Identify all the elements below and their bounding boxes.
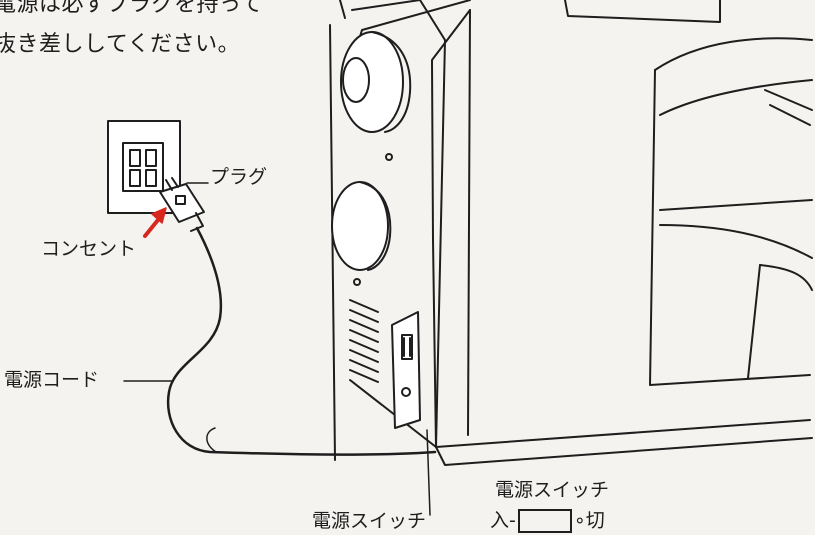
instruction-line-1: 電源は必ずプラグを持って (0, 0, 263, 17)
insert-arrow-icon (143, 207, 167, 238)
power-switch-panel (391, 311, 421, 429)
sewing-machine (329, 0, 813, 466)
power-switch-legend: 入-∘切 (490, 509, 605, 533)
switch-on-label: 入 (490, 509, 510, 532)
wall-outlet (107, 120, 181, 214)
power-cord-label: 電源コード (4, 369, 100, 391)
instruction-line-2: 抜き差ししてください。 (0, 32, 241, 57)
plug-label: プラグ (210, 166, 268, 188)
power-cord (166, 226, 437, 456)
power-switch-label: 電源スイッチ (312, 510, 427, 532)
switch-box-icon (517, 509, 572, 533)
switch-off-label: 切 (585, 509, 605, 532)
power-plug-icon (159, 177, 205, 232)
power-switch-legend-title: 電源スイッチ (495, 479, 610, 501)
vent-slots (349, 299, 379, 383)
outlet-label: コンセント (41, 238, 137, 260)
